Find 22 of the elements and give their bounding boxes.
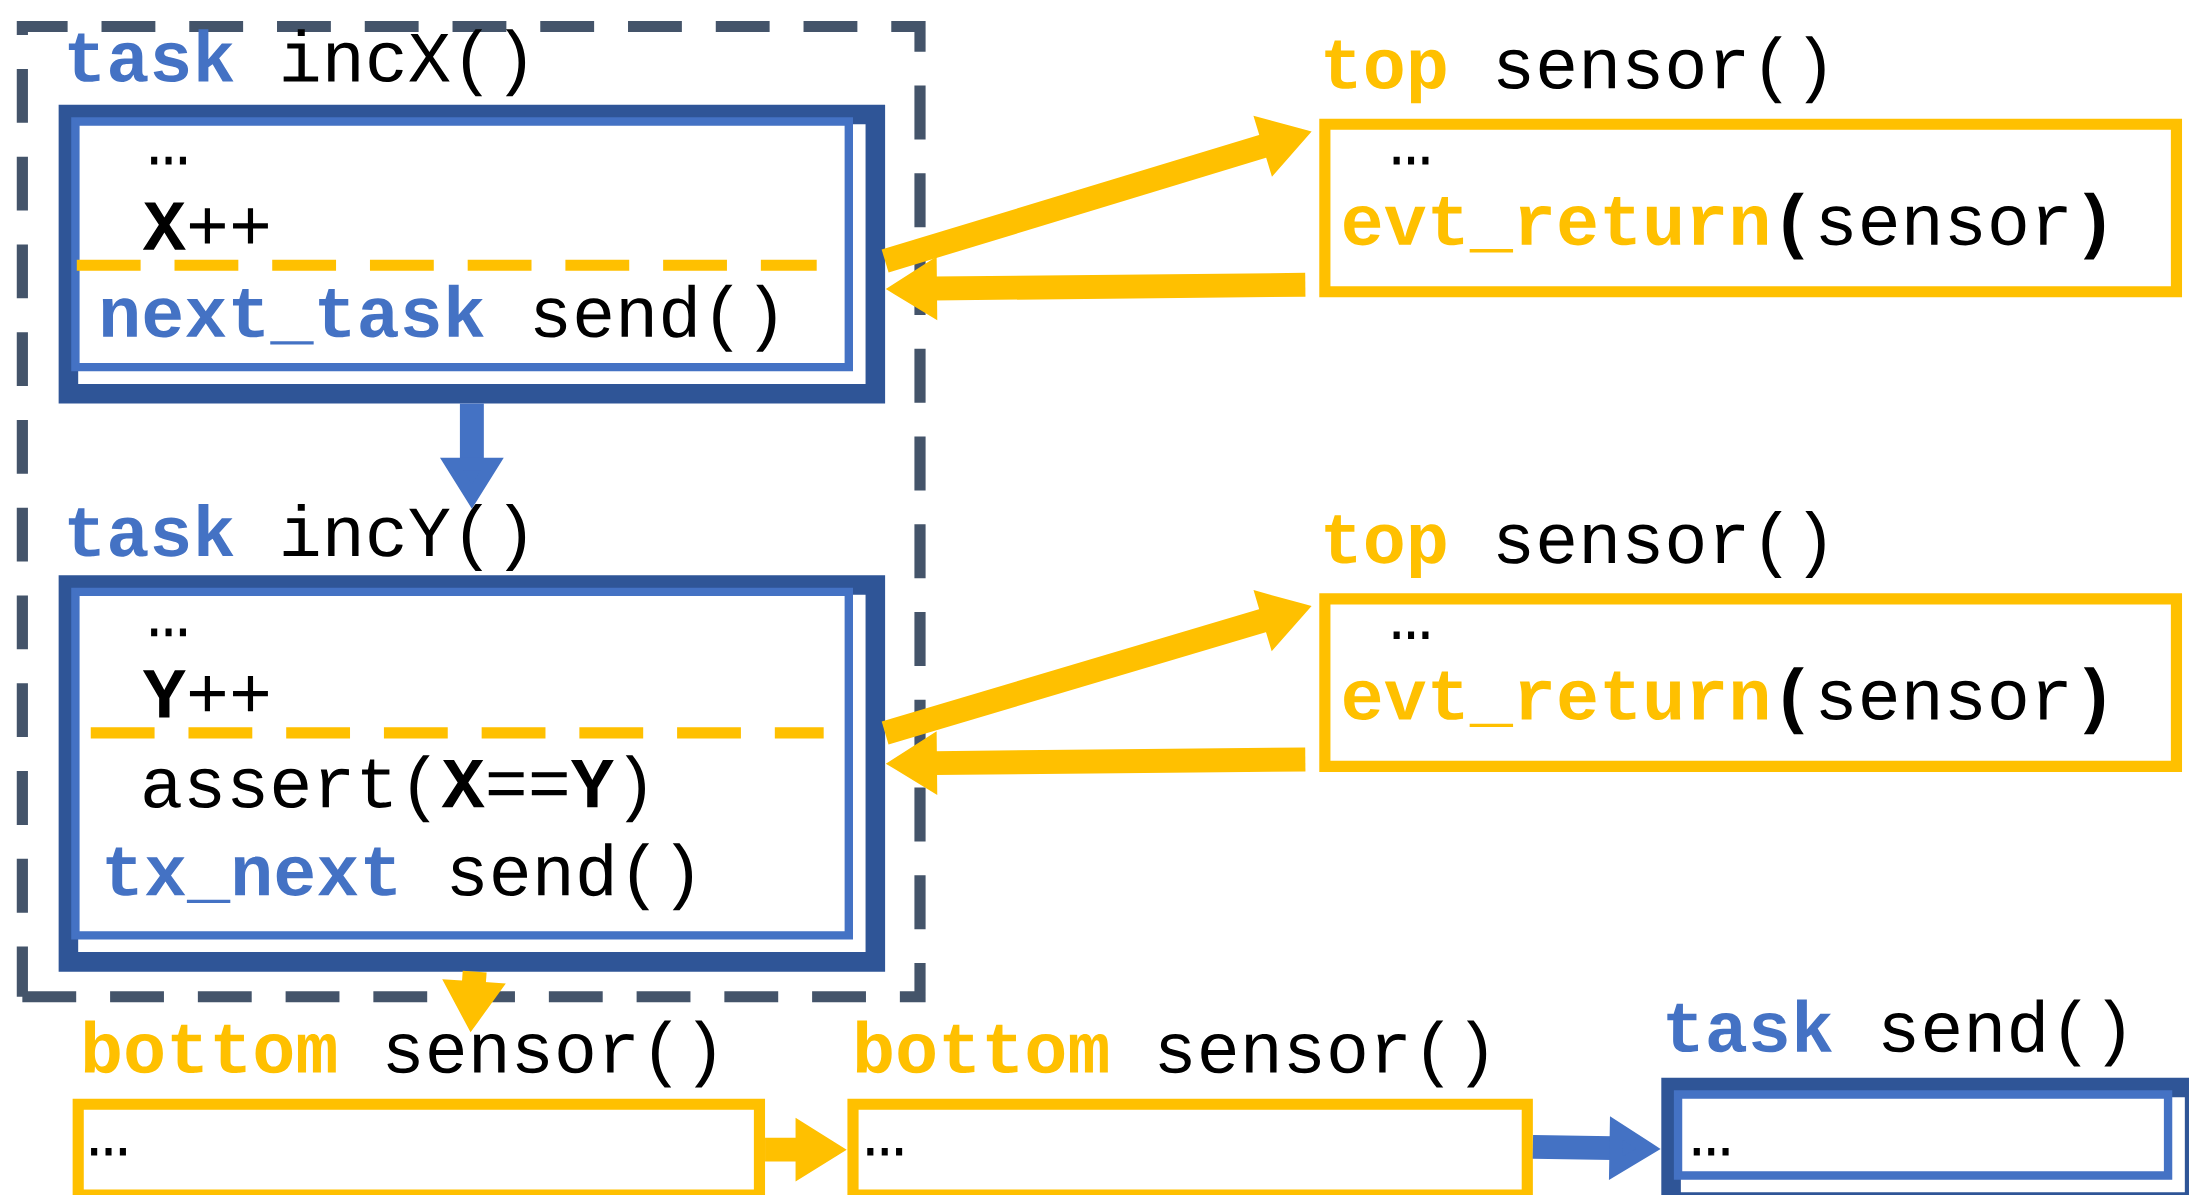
code-line: … <box>151 628 186 637</box>
heading: task send() <box>1667 999 2124 1067</box>
code-line: … <box>867 1147 903 1156</box>
code-line: … <box>1693 1147 1729 1156</box>
code-line: tx_next send() <box>106 843 692 911</box>
code-line: evt_return (sensor) <box>1344 192 2105 260</box>
heading: top sensor() <box>1325 36 1825 104</box>
heading: top sensor() <box>1325 511 1825 578</box>
code-line: … <box>1393 156 1429 165</box>
heading: bottom sensor() <box>856 1020 1487 1088</box>
dashed-group-box <box>16 20 926 1003</box>
code-line: … <box>91 1147 126 1156</box>
heading: task incX() <box>68 29 526 97</box>
code-line: X++ <box>142 202 268 250</box>
code-line: … <box>151 156 186 165</box>
code-line: next_task send() <box>102 284 776 352</box>
heading: task incY() <box>68 504 526 571</box>
heading: bottom sensor() <box>84 1020 715 1088</box>
code-line: assert(X==Y) <box>144 755 645 823</box>
code-line: … <box>1393 631 1429 640</box>
code-line: Y++ <box>142 670 268 718</box>
code-line: evt_return (sensor) <box>1344 667 2105 735</box>
